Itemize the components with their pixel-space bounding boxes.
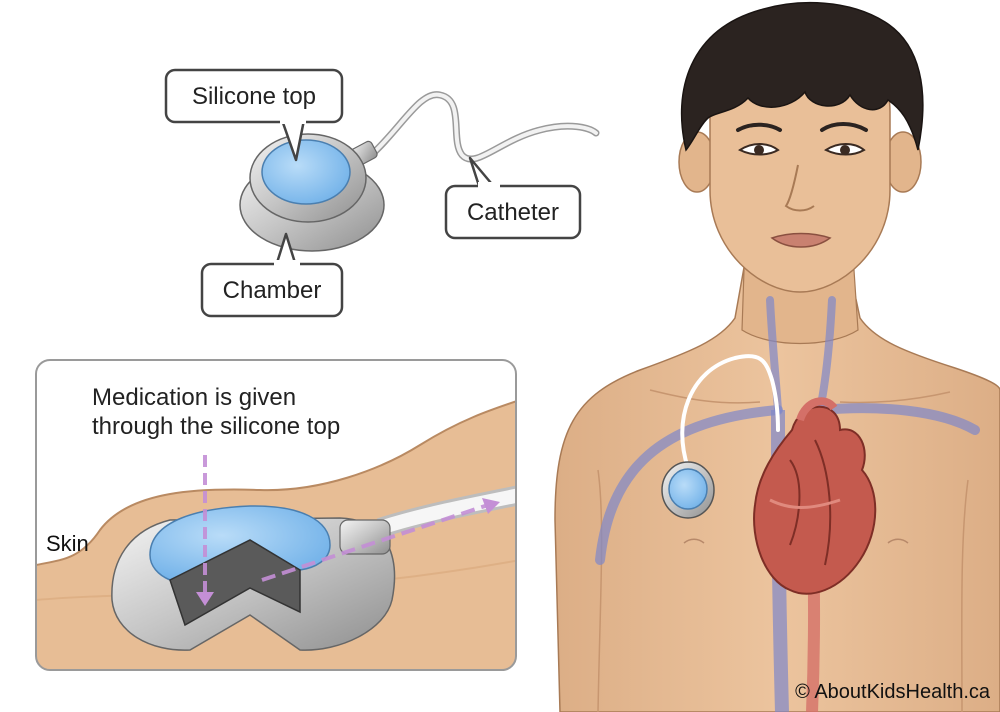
right-eyebrow: [820, 122, 868, 132]
inset-caption-line1: Medication is given: [92, 384, 296, 411]
implanted-catheter: [680, 354, 780, 470]
hair: [680, 1, 924, 152]
left-nipple: [683, 538, 705, 544]
heart: [753, 397, 877, 595]
label-silicone-top: Silicone top: [192, 83, 316, 110]
arm-contour-right: [961, 479, 969, 712]
inset-silicone-top: [149, 505, 331, 581]
inset-chamber-cutaway: [169, 539, 301, 627]
silicone-top-surface: [261, 139, 351, 205]
port-device: [239, 91, 600, 252]
label-catheter: Catheter: [467, 199, 559, 226]
right-subclavian-vein: [815, 403, 980, 435]
collarbone-right: [839, 391, 951, 404]
left-subclavian-vein: [595, 405, 783, 565]
nose: [784, 164, 815, 212]
copyright-credit: © AboutKidsHealth.ca: [795, 681, 991, 703]
label-skin: Skin: [46, 531, 89, 556]
right-nipple: [887, 538, 909, 544]
flow-arrow: [261, 503, 489, 582]
callout-silicone-top: Silicone top: [164, 68, 344, 162]
collarbone-left: [649, 389, 761, 404]
left-pupil: [754, 145, 764, 155]
callout-chamber: Chamber: [200, 232, 344, 318]
cross-section-inset: Medication is given through the silicone…: [35, 359, 517, 671]
callout-catheter: Catheter: [444, 156, 582, 240]
left-eyebrow: [736, 122, 782, 132]
mouth: [770, 232, 832, 248]
arm-contour-left: [597, 469, 603, 712]
right-pupil: [840, 145, 850, 155]
implanted-port: [661, 461, 715, 519]
inset-caption-line2: through the silicone top: [92, 413, 340, 440]
child-figure: [554, 1, 1000, 712]
label-chamber: Chamber: [223, 277, 322, 304]
